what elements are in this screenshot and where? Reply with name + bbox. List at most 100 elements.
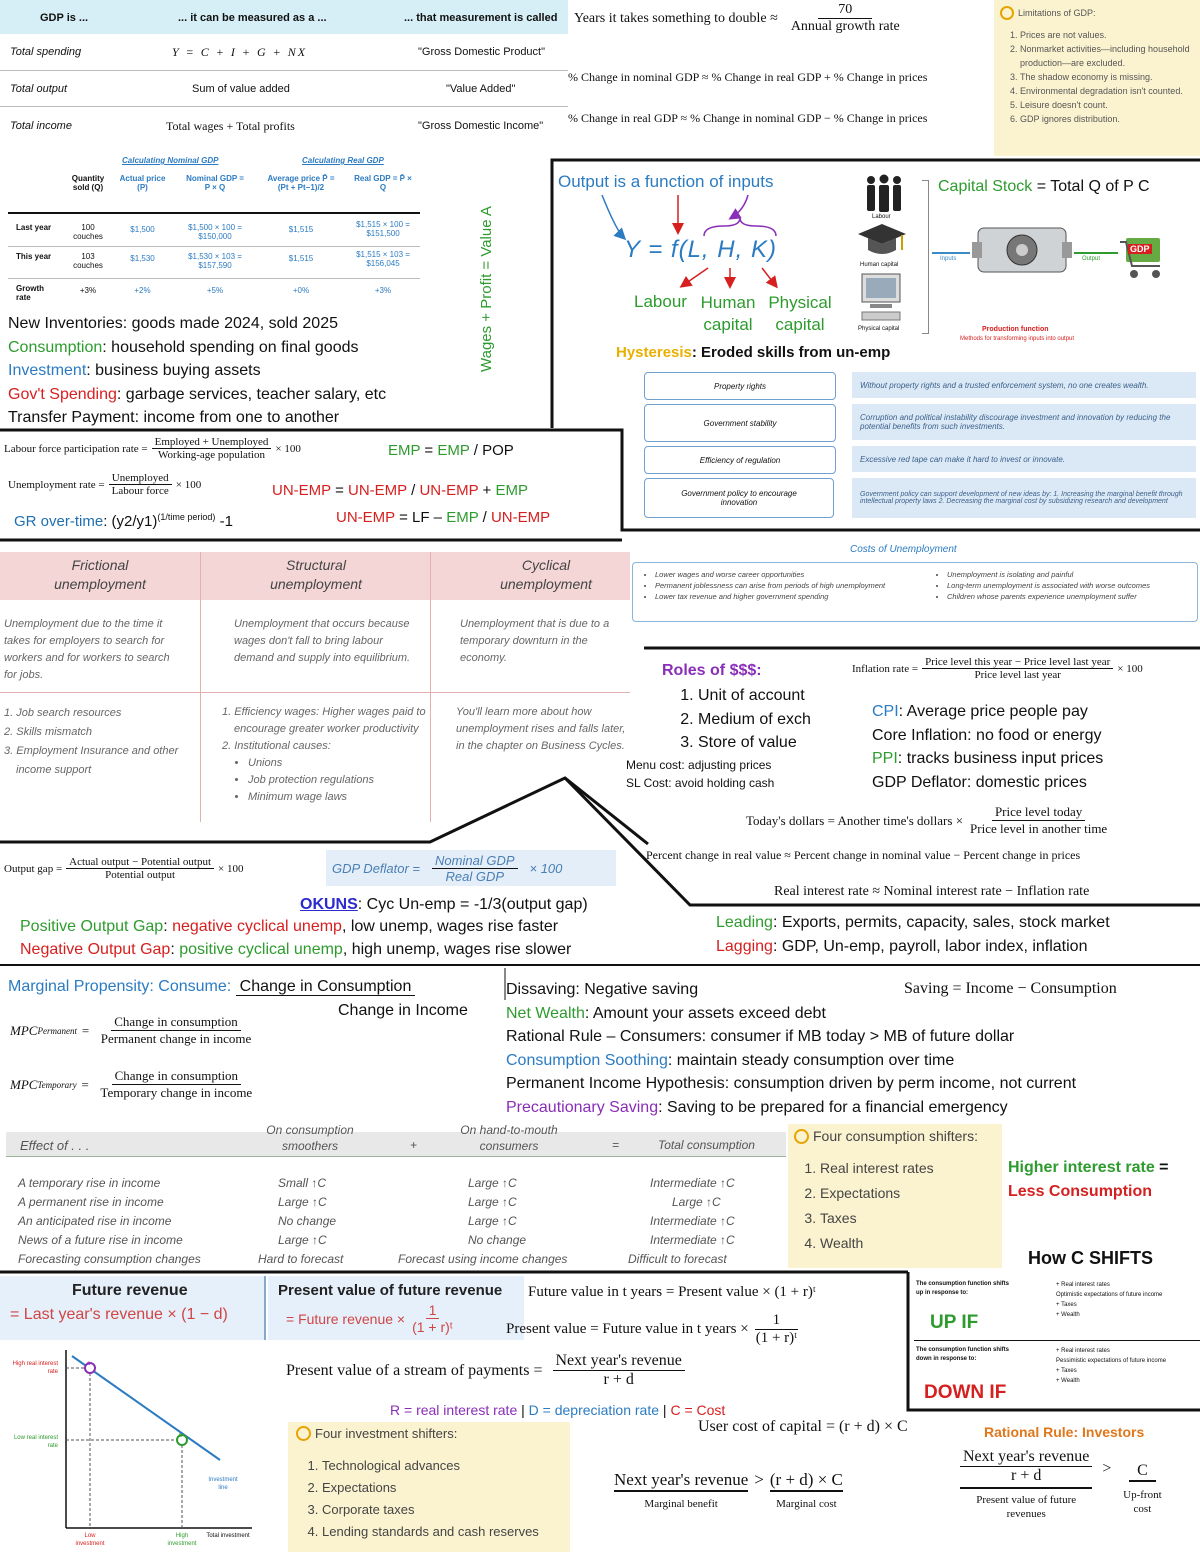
effect-header: Total consumption <box>658 1138 755 1152</box>
cell: +2% <box>134 286 151 295</box>
okun-term: OKUNS <box>300 896 358 913</box>
effect-header: On hand-to-mouth consumers <box>460 1123 558 1153</box>
definition-term: Gov't Spending <box>8 385 117 403</box>
unemp-op: / <box>406 482 420 499</box>
legend-r: R = real interest rate <box>390 1402 518 1418</box>
positive-output-gap: Positive Output Gap: negative cyclical u… <box>20 918 558 936</box>
x-high-label: High investment <box>167 1533 197 1547</box>
emp-term: EMP <box>437 442 470 459</box>
net-wealth-text: : Amount your assets exceed debt <box>584 1004 826 1022</box>
up-if-item: + Taxes <box>1056 1302 1077 1308</box>
limitation-item: GDP ignores distribution. <box>1020 112 1194 126</box>
effect-table: Effect of . . . On consumption smoothers… <box>0 1118 786 1270</box>
limitations-box: Limitations of GDP: Prices are not value… <box>994 0 1200 156</box>
lfpr-den: Working-age population <box>158 449 265 461</box>
hysteresis-text: : Eroded skills from un-emp <box>691 344 891 361</box>
c-shifter-item: Wealth <box>820 1231 996 1256</box>
limitation-item: Leisure doesn't count. <box>1020 98 1194 112</box>
inv-shifter-item: Lending standards and cash reserves <box>322 1521 562 1543</box>
lightbulb-icon <box>794 1128 809 1144</box>
gt-sign: > <box>1102 1460 1112 1477</box>
effect-cell: Intermediate ↑C <box>650 1214 735 1228</box>
down-if-item: + Taxes <box>1056 1368 1077 1374</box>
deflator-times: × 100 <box>529 860 563 876</box>
definition-term: Transfer Payment <box>8 409 135 426</box>
precaution-text: : Saving to be prepared for a financial … <box>658 1098 1008 1116</box>
cause-item: 3. Employment Insurance and other income… <box>4 745 179 776</box>
real-value-change: Percent change in real value ≈ Percent c… <box>646 848 1081 862</box>
c-shifter-item: Taxes <box>820 1206 996 1231</box>
lagging-term: Lagging <box>716 938 773 955</box>
cell: $1,515 × 100 = $151,500 <box>356 220 410 238</box>
investment-line <box>71 1355 221 1461</box>
gdp-row-called: "Gross Domestic Income" <box>418 120 544 132</box>
legend-sep: | <box>517 1402 529 1418</box>
col-header: Actual price (P) <box>119 174 166 192</box>
role-item: Store of value <box>698 731 811 755</box>
type-def: Unemployment that occurs because wages d… <box>234 618 411 664</box>
lagging-indicators: Lagging: GDP, Un-emp, payroll, labor ind… <box>716 938 1087 956</box>
less-consumption: Less Consumption <box>1008 1183 1153 1200</box>
effect-cell: Forecasting consumption changes <box>18 1252 201 1266</box>
unemp-op: = <box>330 482 349 499</box>
unemp-equation: UN-EMP = UN-EMP / UN-EMP + EMP <box>272 482 528 499</box>
down-if-item: + Wealth <box>1056 1378 1080 1384</box>
definition-text: : goods made 2024, sold 2025 <box>122 315 338 332</box>
consumption-smoothing: Consumption Soothing: maintain steady co… <box>506 1049 1076 1073</box>
col-divider <box>430 552 431 822</box>
physical-capital-label: Physical capital <box>768 293 832 334</box>
col-divider <box>200 552 201 822</box>
ur-den: Labour force <box>111 485 169 497</box>
inflation-times: × 100 <box>1117 662 1143 675</box>
cell: $1,515 <box>288 225 314 234</box>
gr-term: GR over-time <box>14 513 104 530</box>
lfpr-left: Labour force participation rate = <box>4 442 148 455</box>
cell: 100 couches <box>73 223 103 241</box>
shopping-cart-icon <box>1118 234 1168 280</box>
cpi-line: CPI: Average price people pay <box>872 700 1103 724</box>
gdp-table-header-3: ... that measurement is called <box>404 12 558 24</box>
bracket-line <box>922 180 929 334</box>
types-header-bg <box>0 552 630 600</box>
consumption-notes: Dissaving: Negative saving Net Wealth: A… <box>506 978 1076 1119</box>
output-flow-label: Output <box>1082 256 1101 262</box>
cause-bullet: Job protection regulations <box>248 772 426 789</box>
emp-equation: EMP = EMP / POP <box>388 442 514 459</box>
limitation-item: The shadow economy is missing. <box>1020 70 1194 84</box>
institution-value: Without property rights and a trusted en… <box>852 372 1196 398</box>
institution-key-text: Government stability <box>703 418 777 428</box>
x-low-label: Low investment <box>75 1533 105 1547</box>
effect-header: = <box>612 1138 620 1152</box>
effect-cell: News of a future rise in income <box>18 1233 183 1247</box>
y-high-label: High real interest rate <box>12 1361 58 1375</box>
todays-den: Price level in another time <box>970 821 1108 836</box>
smoothing-text: : maintain steady consumption over time <box>667 1051 955 1069</box>
neg-colon: : <box>170 941 180 958</box>
inflation-formula: Inflation rate = Price level this year −… <box>852 656 1143 681</box>
effect-header: Effect of . . . <box>20 1138 90 1153</box>
pos-red: negative cyclical unemp <box>172 918 342 935</box>
mpc-temp-sub: Temporary <box>37 1079 77 1090</box>
pv-future-revenue-box: Present value of future revenue = Future… <box>268 1276 524 1340</box>
pv2-num: 1 <box>754 1312 799 1330</box>
gdp-definitions: New Inventories: goods made 2024, sold 2… <box>8 312 386 430</box>
limitation-item: Environmental degradation isn't counted. <box>1020 84 1194 98</box>
lf-op: / <box>478 509 491 526</box>
mc-text: (r + d) × C <box>769 1470 843 1492</box>
consumption-shifters: Four consumption shifters: Real interest… <box>788 1124 1002 1268</box>
cost-item: Lower tax revenue and higher government … <box>655 591 925 602</box>
limitations-title: Limitations of GDP: <box>1018 8 1096 18</box>
real-interest-rate: Real interest rate ≈ Nominal interest ra… <box>774 884 1090 899</box>
gdp-row-label: Total output <box>10 83 68 95</box>
institution-value-text: Excessive red tape can make it hard to i… <box>860 454 1065 464</box>
sl-cost: SL Cost: avoid holding cash <box>626 776 775 790</box>
type-def: Unemployment due to the time it takes fo… <box>4 618 170 681</box>
gdp-measures-table: GDP is ... ... it can be measured as a .… <box>0 0 568 145</box>
pv-formula-left: = Future revenue × <box>286 1310 406 1327</box>
okuns-law: OKUNS: Cyc Un-emp = -1/3(output gap) <box>300 896 588 914</box>
effect-cell: Large ↑C <box>672 1195 721 1209</box>
saving-equation: Saving = Income − Consumption <box>904 980 1117 997</box>
cell: +5% <box>206 286 224 295</box>
